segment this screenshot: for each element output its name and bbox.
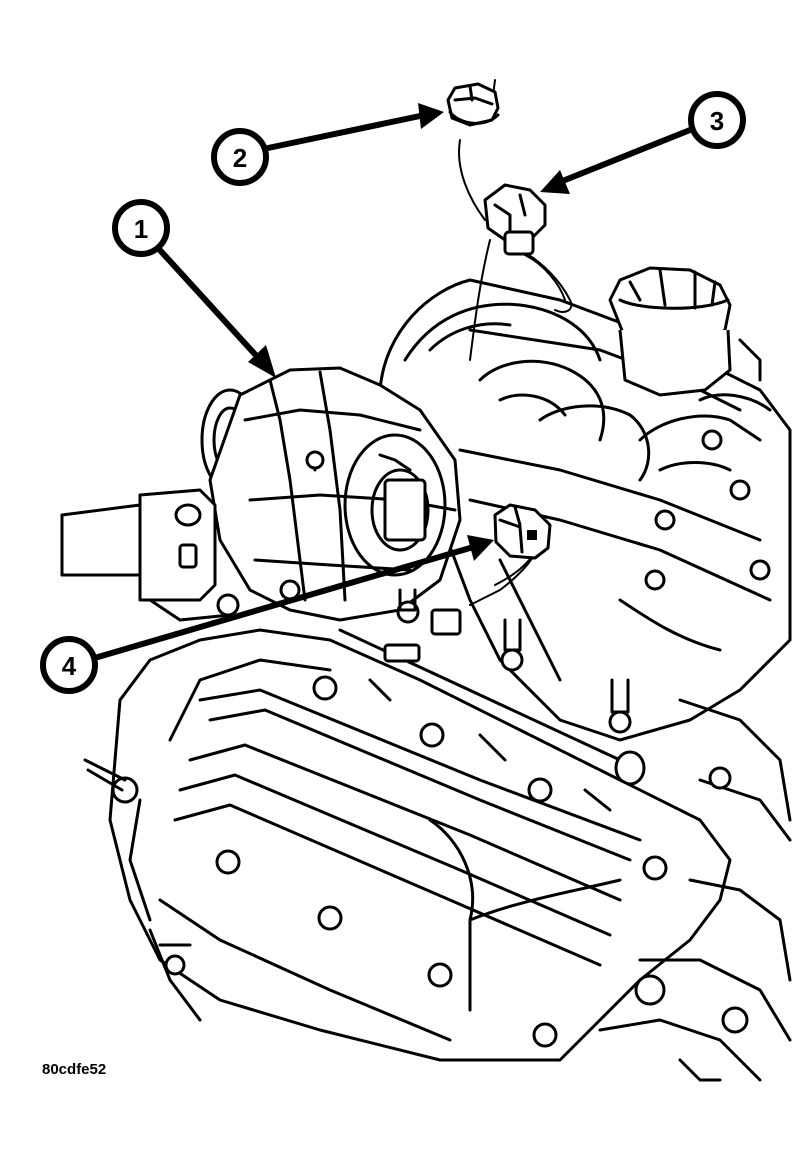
arrow-2 — [418, 103, 444, 129]
arrow-4 — [467, 535, 494, 561]
engine-block-lower — [148, 698, 792, 1082]
oil-filler-cap — [608, 266, 762, 397]
manifold-studs — [644, 429, 771, 591]
nut-2 — [446, 82, 500, 127]
callout-4: 4 — [40, 636, 98, 694]
sensor-3-connector — [483, 183, 547, 256]
callout-3-label: 3 — [710, 106, 724, 136]
arrow-3 — [540, 170, 570, 194]
sensor-4-connector — [493, 503, 552, 560]
throttle-body — [200, 366, 462, 622]
callout-3: 3 — [688, 91, 746, 149]
arrow-1 — [248, 345, 276, 378]
callout-4-label: 4 — [62, 651, 77, 681]
water-outlet — [60, 488, 232, 622]
callout-2: 2 — [211, 128, 269, 186]
callout-2-label: 2 — [233, 143, 247, 173]
callout-leaders — [95, 103, 693, 660]
valve-cover — [83, 593, 732, 1062]
figure-code: 80cdfe52 — [42, 1061, 106, 1078]
callout-1-label: 1 — [134, 214, 148, 244]
callout-1: 1 — [112, 199, 170, 257]
